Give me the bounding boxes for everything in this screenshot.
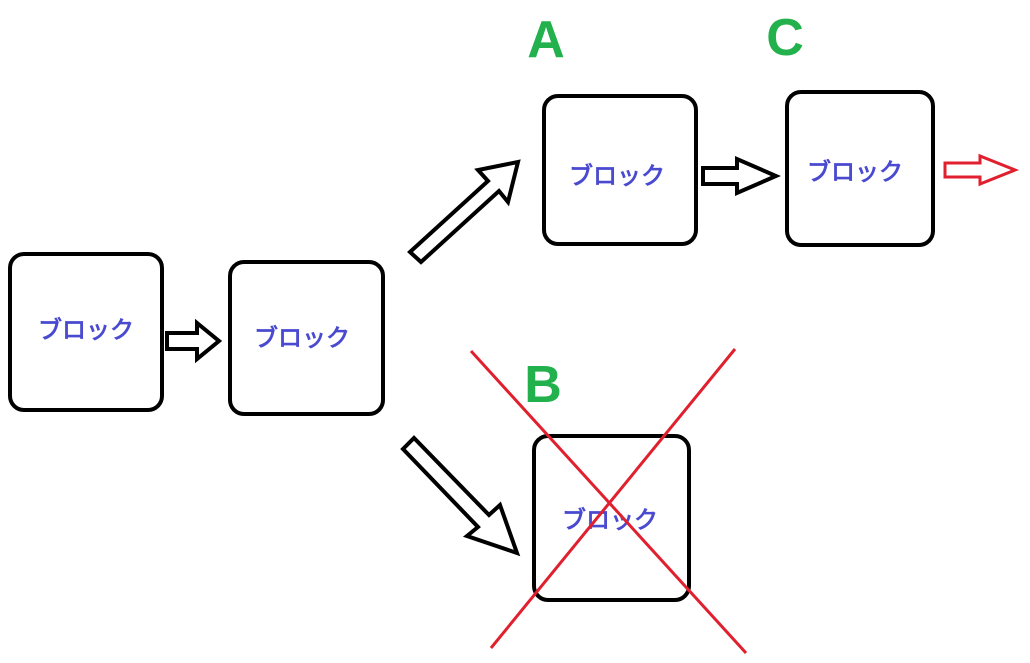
arrow-block2-to-block-a (407, 159, 521, 265)
block-a-box (542, 94, 698, 246)
block-a-label: ブロック (569, 162, 665, 190)
block-2: ブロック (228, 260, 385, 416)
block-c-label: ブロック (807, 158, 903, 186)
block-1-box (8, 252, 164, 412)
block-b-label: ブロック (562, 506, 658, 534)
block-a: ブロック (542, 94, 698, 246)
continuation-arrow (943, 153, 1020, 187)
block-c: ブロック (785, 90, 935, 247)
arrow-block2-to-block-b (400, 435, 521, 557)
rejected-cross-mark (469, 348, 748, 655)
branch-label-c: C (766, 9, 804, 67)
block-c-box (785, 90, 935, 247)
arrow-block1-to-block2 (165, 318, 223, 364)
cross-line-2 (489, 348, 737, 649)
block-2-box (228, 260, 385, 416)
block-1-label: ブロック (38, 316, 134, 344)
arrow-block-a-to-block-c (701, 155, 782, 197)
branch-label-a: A (527, 11, 565, 69)
block-b-box (532, 434, 691, 602)
block-1: ブロック (8, 252, 164, 412)
block-b: ブロック (532, 434, 691, 602)
branch-label-b: B (524, 356, 562, 414)
block-2-label: ブロック (254, 324, 350, 352)
